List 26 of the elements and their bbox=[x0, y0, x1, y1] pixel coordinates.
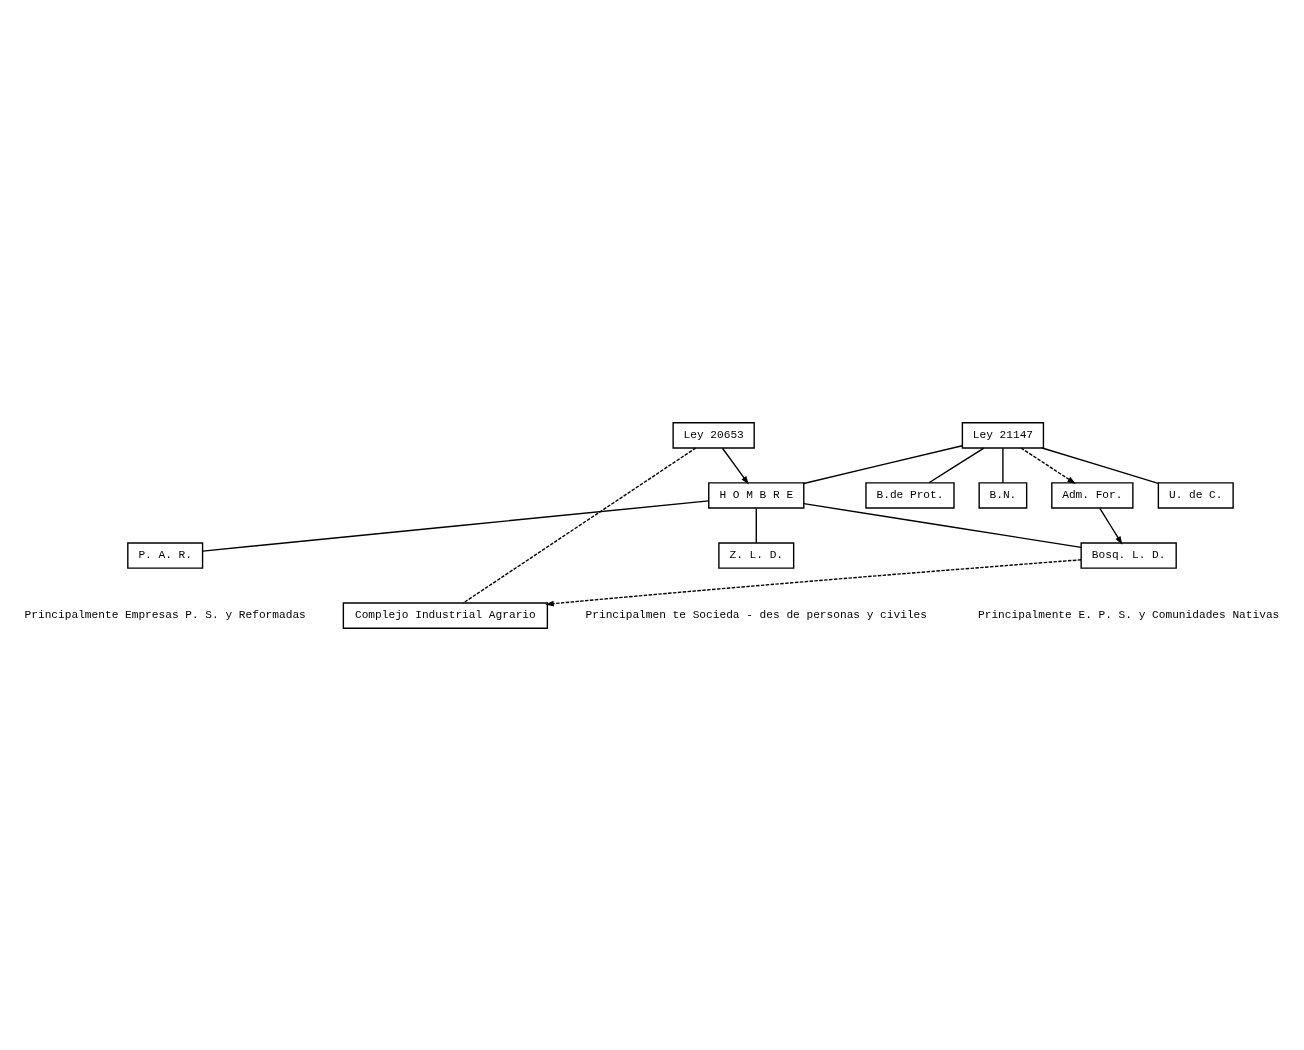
connector bbox=[1041, 446, 1159, 484]
node-box: U. de C. bbox=[1157, 481, 1234, 509]
arrow bbox=[721, 447, 749, 485]
node-box: Bosq. L. D. bbox=[1080, 541, 1177, 569]
node-box: Adm. For. bbox=[1051, 481, 1134, 509]
connector bbox=[803, 502, 1082, 548]
connector bbox=[462, 446, 697, 604]
arrow bbox=[1020, 446, 1076, 484]
node-box: Complejo Industrial Agrario bbox=[342, 601, 549, 629]
node-box: P. A. R. bbox=[127, 541, 204, 569]
connector bbox=[1002, 447, 1004, 483]
connector bbox=[928, 446, 985, 483]
node-box: Z. L. D. bbox=[718, 541, 795, 569]
connector bbox=[202, 499, 710, 552]
node-label: Principalmente E. P. S. y Comunidades Nativas bbox=[978, 608, 1280, 621]
node-label: Principalmen te Socieda - des de personas y civiles bbox=[585, 608, 927, 621]
node-box: H O M B R E bbox=[708, 481, 805, 509]
arrow bbox=[1099, 507, 1123, 545]
arrow bbox=[545, 558, 1082, 607]
node-label: Principalmente Empresas P. S. y Reformadas bbox=[24, 608, 306, 621]
connector bbox=[755, 507, 757, 544]
connector bbox=[803, 444, 963, 484]
node-box: Ley 20653 bbox=[672, 421, 755, 449]
node-box: B.de Prot. bbox=[865, 481, 955, 509]
node-box: B.N. bbox=[978, 481, 1028, 509]
node-box: Ley 21147 bbox=[961, 421, 1045, 449]
